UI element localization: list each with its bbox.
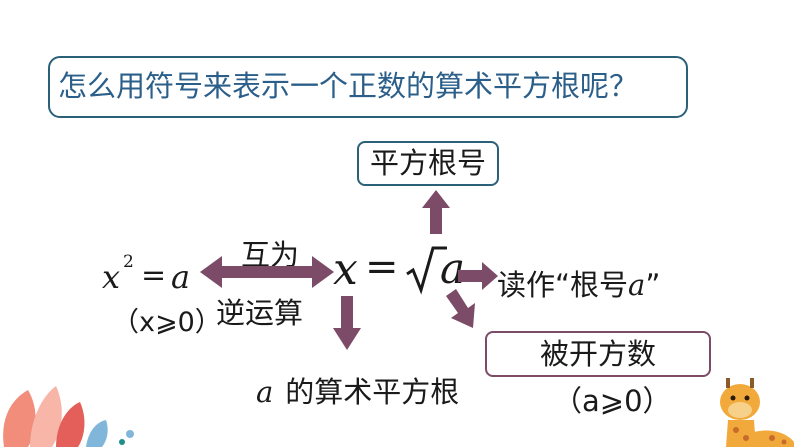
label-inverse-operation: 逆运算 (216, 296, 304, 330)
radicand-box: 被开方数 (485, 331, 711, 377)
radical-sign-icon (406, 246, 447, 295)
giraffe-icon (720, 378, 794, 447)
read-as-label: 读作“根号a” (497, 262, 660, 304)
right-arrow (458, 262, 498, 290)
question-text: 怎么用符号来表示一个正数的算术平方根呢？ (58, 69, 639, 103)
square-formula-a: a (171, 258, 191, 296)
read-as-prefix: 读作 (497, 268, 556, 302)
square-formula-condition: （x⩾0） (112, 307, 222, 338)
arithmetic-root-var: a (256, 375, 274, 409)
question-box (48, 56, 688, 118)
arithmetic-root-text: 的算术平方根 (285, 375, 460, 409)
square-formula-x: x (102, 258, 121, 296)
main-formula-equals: = (365, 244, 399, 290)
read-as-open: “根号 (555, 268, 629, 302)
radicand-condition-text: （a⩾0） (553, 384, 672, 418)
read-as-var: a (628, 268, 646, 302)
decorative-leaves-icon (3, 386, 134, 447)
up-arrow (422, 190, 450, 234)
main-formula-x: x (333, 244, 358, 295)
double-arrow (200, 256, 334, 288)
main-formula-a: a (440, 244, 466, 293)
radical-sign-box: 平方根号 (357, 141, 499, 186)
read-as-close: ” (645, 268, 661, 302)
diagonal-arrow (446, 289, 475, 328)
square-formula-exponent: 2 (123, 252, 134, 272)
down-arrow (333, 296, 361, 350)
arithmetic-root-label: a 的算术平方根 (256, 369, 459, 411)
radicand-condition: （a⩾0） (553, 378, 672, 420)
square-formula-equals: = (141, 258, 167, 293)
